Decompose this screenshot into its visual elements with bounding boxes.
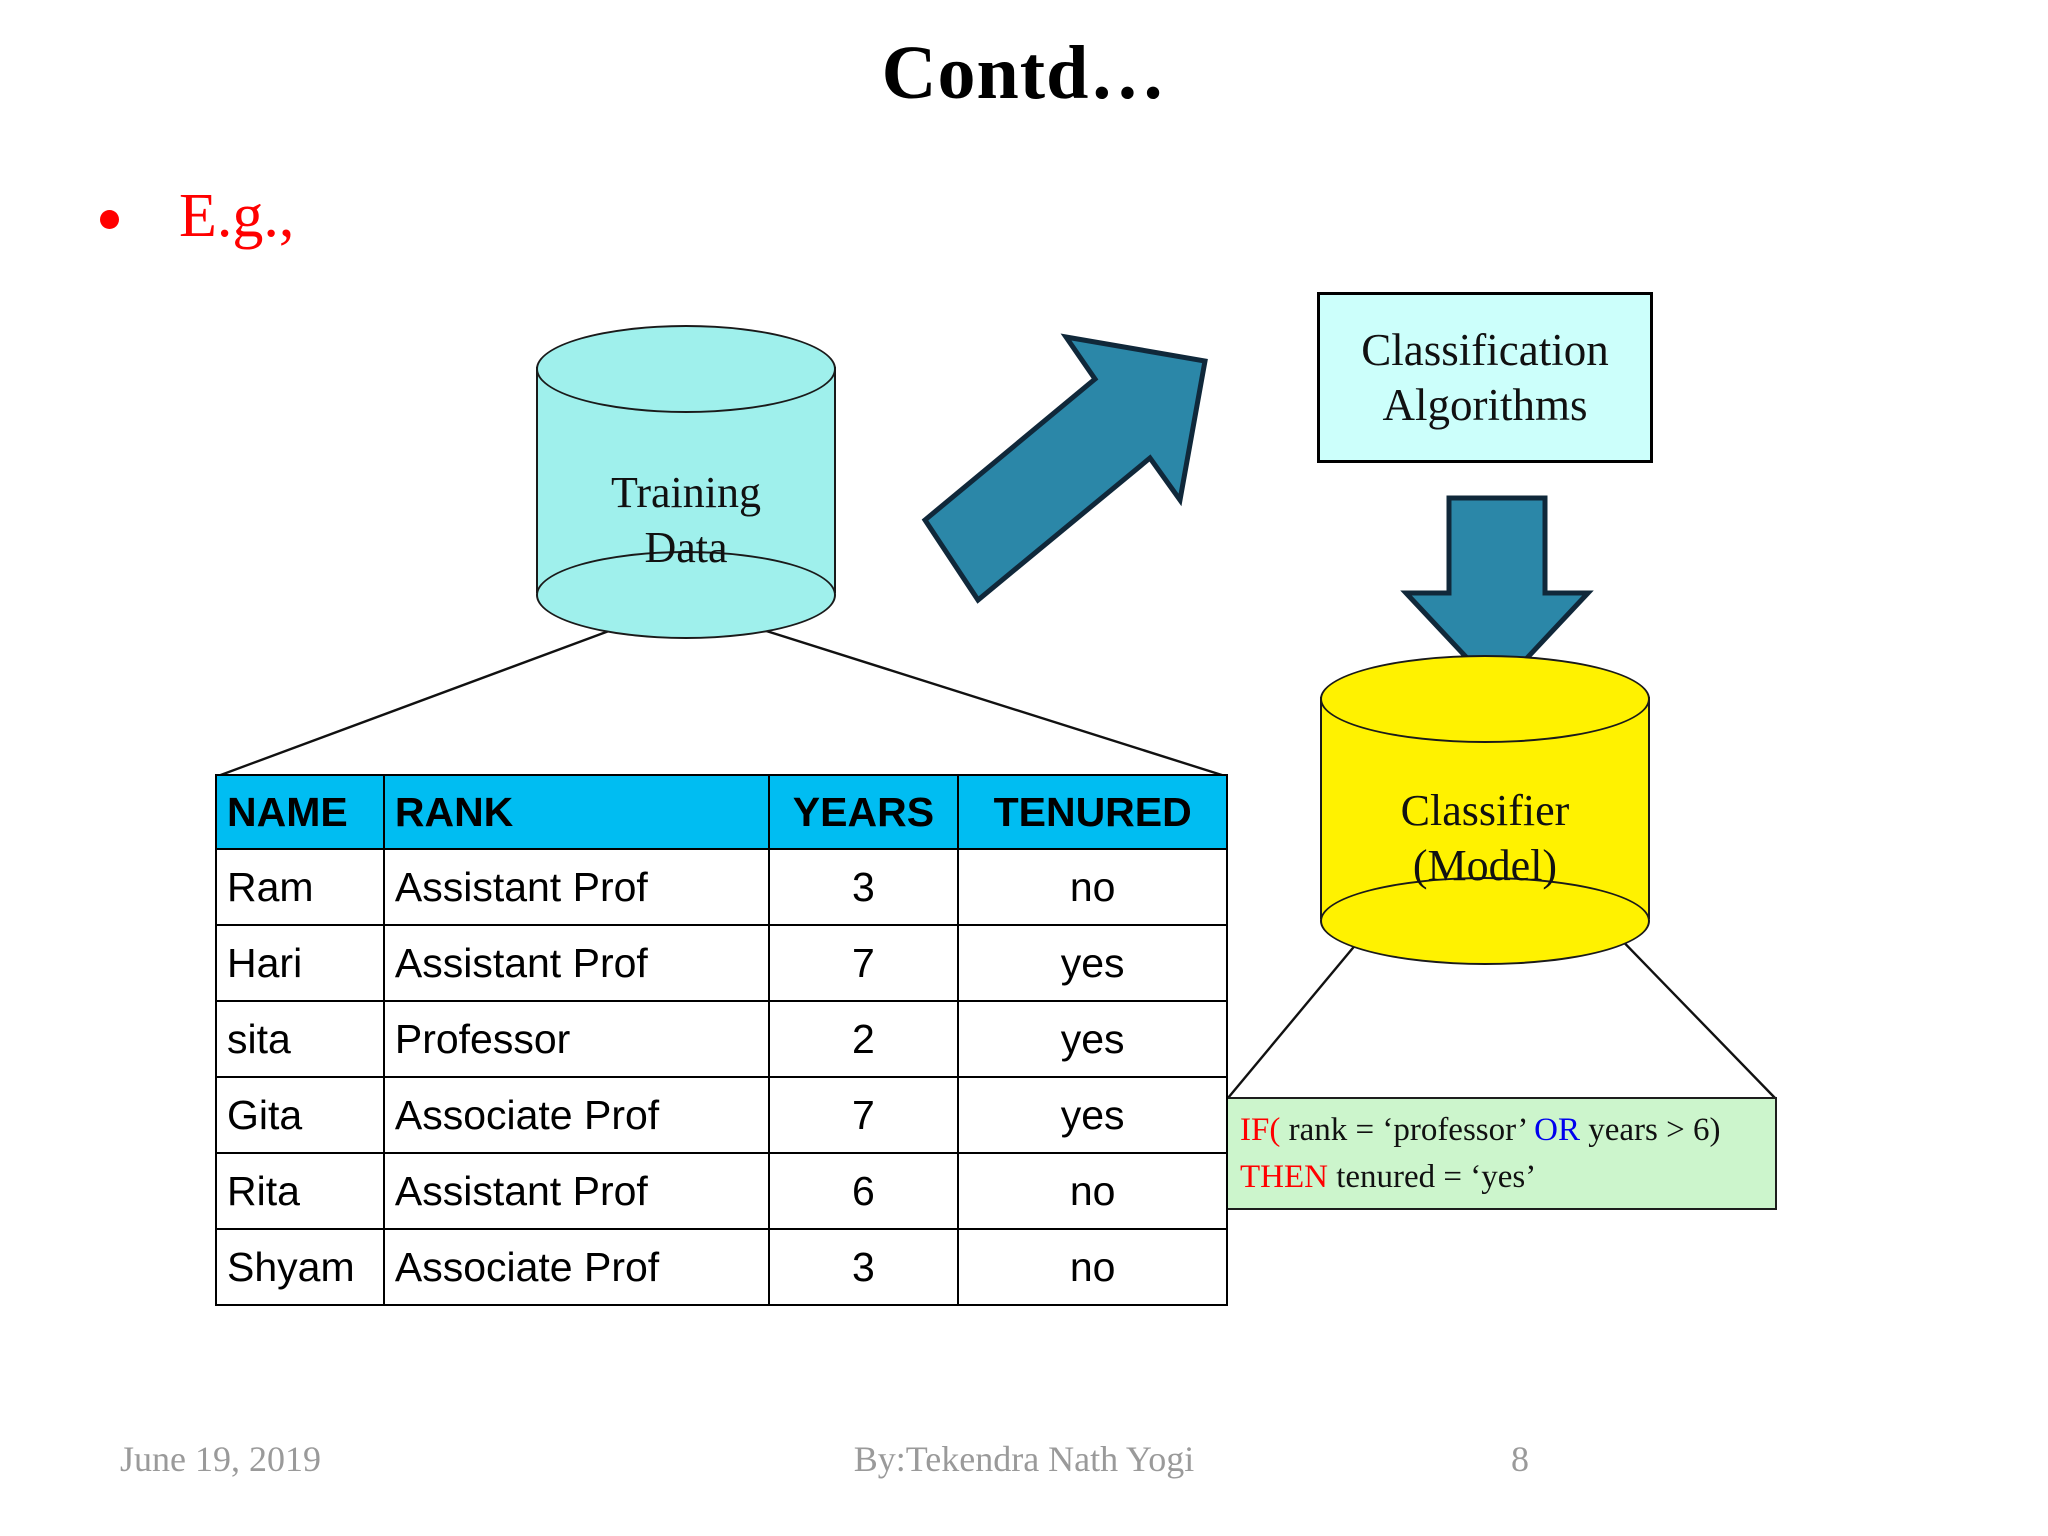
- table-row: Ram Assistant Prof 3 no: [215, 848, 1228, 926]
- cell-name: Gita: [215, 1076, 385, 1154]
- cell-tenured: no: [957, 848, 1228, 926]
- cylinder-bottom-ellipse: [536, 551, 836, 639]
- cell-name: Rita: [215, 1152, 385, 1230]
- training-data-cylinder: Training Data: [536, 325, 836, 639]
- cell-years: 7: [767, 924, 960, 1002]
- cell-tenured: yes: [957, 924, 1228, 1002]
- footer-author: By:Tekendra Nath Yogi: [853, 1439, 1195, 1479]
- cylinder-top-ellipse: [1320, 655, 1650, 743]
- cell-tenured: yes: [957, 1076, 1228, 1154]
- cell-tenured: no: [957, 1228, 1228, 1306]
- cell-years: 3: [767, 848, 960, 926]
- cell-years: 6: [767, 1152, 960, 1230]
- cell-rank: Associate Prof: [382, 1228, 770, 1306]
- bullet-dot-icon: [100, 209, 119, 229]
- rule-keyword-or: OR: [1534, 1112, 1580, 1148]
- table-header-row: NAME RANK YEARS TENURED: [215, 774, 1228, 850]
- cell-rank: Professor: [382, 1000, 770, 1078]
- table-row: sita Professor 2 yes: [215, 1000, 1228, 1078]
- cylinder-top-ellipse: [536, 325, 836, 413]
- cell-years: 3: [767, 1228, 960, 1306]
- table-body: Ram Assistant Prof 3 no Hari Assistant P…: [215, 848, 1228, 1306]
- footer-date: June 19, 2019: [120, 1439, 321, 1479]
- table-row: Shyam Associate Prof 3 no: [215, 1228, 1228, 1306]
- cell-rank: Assistant Prof: [382, 848, 770, 926]
- training-data-table: NAME RANK YEARS TENURED Ram Assistant Pr…: [215, 774, 1228, 1306]
- cell-years: 2: [767, 1000, 960, 1078]
- cell-rank: Assistant Prof: [382, 1152, 770, 1230]
- cell-name: Hari: [215, 924, 385, 1002]
- training-data-label: Training Data: [536, 465, 836, 575]
- cell-rank: Associate Prof: [382, 1076, 770, 1154]
- rule-consequent: tenured = ‘yes’: [1327, 1158, 1537, 1195]
- cell-tenured: no: [957, 1152, 1228, 1230]
- rule-condition-b: years > 6): [1580, 1112, 1721, 1148]
- cell-years: 7: [767, 1076, 960, 1154]
- table-row: Gita Associate Prof 7 yes: [215, 1076, 1228, 1154]
- cell-rank: Assistant Prof: [382, 924, 770, 1002]
- column-header-tenured: TENURED: [957, 774, 1228, 850]
- classification-algorithms-line2: Algorithms: [1382, 379, 1588, 430]
- page-title: Contd…: [881, 31, 1167, 115]
- classification-algorithms-box: Classification Algorithms: [1317, 292, 1653, 463]
- footer-page-number: 8: [1511, 1439, 1529, 1479]
- cylinder-bottom-ellipse: [1320, 877, 1650, 965]
- classifier-model-label-line2: (Model): [1412, 841, 1558, 890]
- cell-name: Ram: [215, 848, 385, 926]
- bullet-item-label: E.g.,: [179, 182, 295, 250]
- classifier-model-cylinder: Classifier (Model): [1320, 655, 1650, 965]
- slide-footer: June 19, 2019 By:Tekendra Nath Yogi 8: [0, 1438, 2048, 1479]
- training-data-label-line2: Data: [644, 523, 728, 572]
- training-data-label-line1: Training: [611, 468, 761, 517]
- classification-algorithms-line1: Classification: [1361, 324, 1609, 375]
- rule-line-2: THEN tenured = ‘yes’: [1240, 1154, 1761, 1201]
- cell-tenured: yes: [957, 1000, 1228, 1078]
- classifier-model-label: Classifier (Model): [1320, 783, 1650, 893]
- classification-rule-box: IF( rank = ‘professor’ OR years > 6) THE…: [1224, 1097, 1777, 1210]
- table-row: Rita Assistant Prof 6 no: [215, 1152, 1228, 1230]
- column-header-rank: RANK: [382, 774, 770, 850]
- rule-keyword-then: THEN: [1240, 1158, 1328, 1195]
- cell-name: Shyam: [215, 1228, 385, 1306]
- bullet-item: E.g.,: [100, 185, 294, 247]
- rule-condition-a: rank = ‘professor’: [1280, 1112, 1535, 1148]
- classifier-model-label-line1: Classifier: [1400, 786, 1570, 835]
- rule-line-1: IF( rank = ‘professor’ OR years > 6): [1240, 1107, 1761, 1154]
- table-row: Hari Assistant Prof 7 yes: [215, 924, 1228, 1002]
- column-header-years: YEARS: [767, 774, 960, 850]
- column-header-name: NAME: [215, 774, 385, 850]
- cell-name: sita: [215, 1000, 385, 1078]
- rule-keyword-if: IF(: [1240, 1112, 1281, 1148]
